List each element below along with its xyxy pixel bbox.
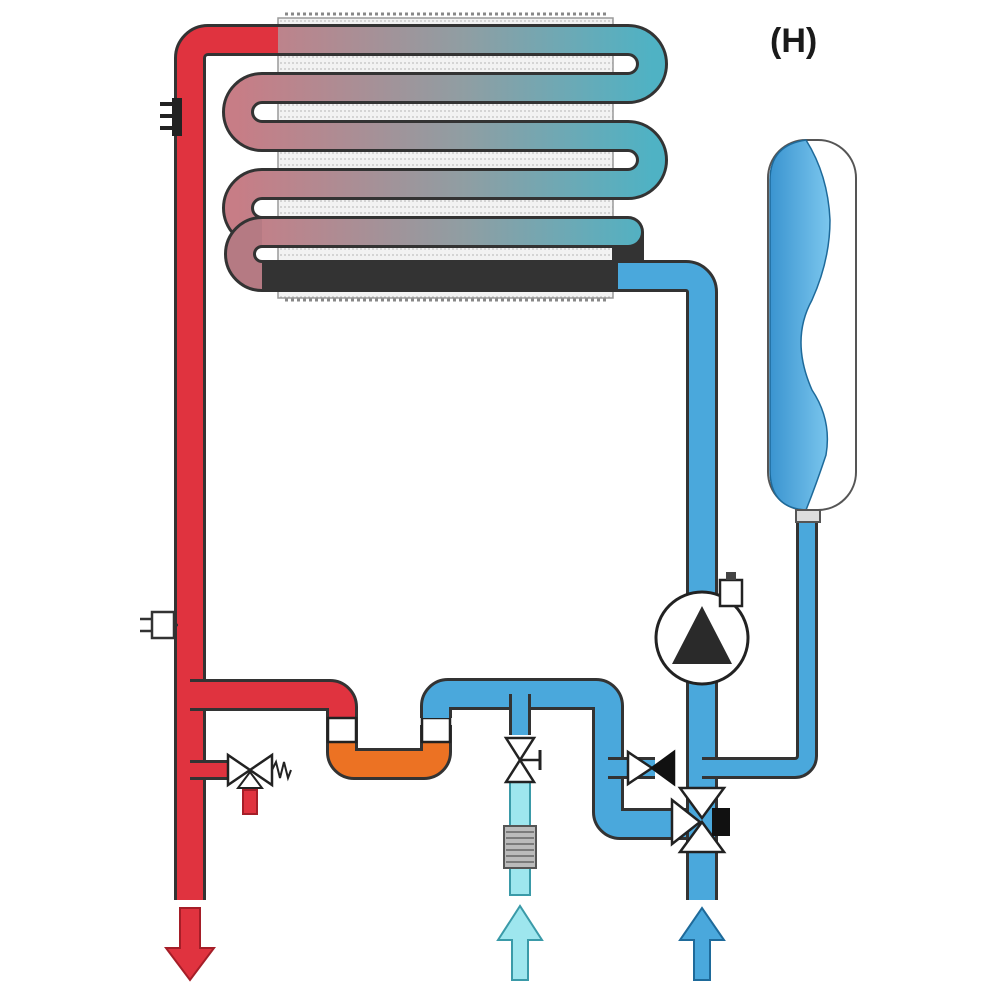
cold-inlet-arrow xyxy=(678,906,726,981)
check-valve-icon xyxy=(626,749,676,787)
flow-arrow-icon xyxy=(164,907,216,982)
bypass-pipe xyxy=(326,716,452,780)
relief-valve-icon xyxy=(226,752,292,815)
expansion-tank xyxy=(767,139,857,523)
shutoff-valve-icon xyxy=(503,736,542,784)
fill-line xyxy=(496,779,544,981)
three-way-valve-icon xyxy=(670,786,730,854)
heat-exchanger-coil xyxy=(222,24,668,286)
return-pipe xyxy=(420,260,818,900)
panel-label: (H) xyxy=(770,22,818,60)
temperature-sensor-icon xyxy=(160,98,182,136)
pump-icon xyxy=(654,572,750,686)
flow-arrow-icon xyxy=(496,904,544,981)
heat-exchanger xyxy=(222,12,668,302)
hot-flow-pipe xyxy=(174,24,358,900)
heat-exchanger-fins xyxy=(277,17,614,299)
pressure-switch-icon xyxy=(140,610,178,640)
